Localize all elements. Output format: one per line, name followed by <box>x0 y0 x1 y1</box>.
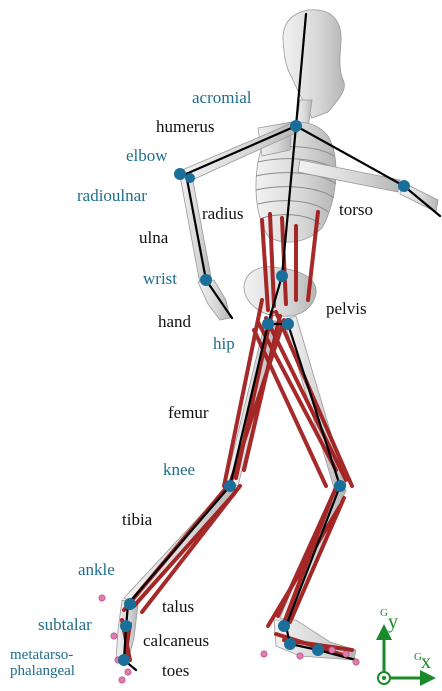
x-axis-label: x <box>421 651 431 673</box>
joint-wrist-right <box>398 180 410 192</box>
joint-radioulnar <box>185 173 195 183</box>
tibia-line-front <box>128 486 230 604</box>
origin-dot <box>382 676 386 680</box>
y-axis-sup: G <box>380 607 388 619</box>
joint-mtp-front <box>118 654 130 666</box>
skull <box>283 10 344 118</box>
joint-hip-back <box>282 318 294 330</box>
label-metatarso-2: phalangeal <box>10 663 75 679</box>
label-wrist: wrist <box>143 269 177 288</box>
label-hip: hip <box>213 334 235 353</box>
label-tibia: tibia <box>122 510 153 529</box>
label-toes: toes <box>162 661 189 680</box>
label-acromial: acromial <box>192 88 252 107</box>
joint-hip-front <box>262 318 274 330</box>
label-calcaneus: calcaneus <box>143 631 209 650</box>
label-ulna: ulna <box>139 228 169 247</box>
label-subtalar: subtalar <box>38 615 92 634</box>
joint-subtalar-back <box>284 638 296 650</box>
label-humerus: humerus <box>156 117 215 136</box>
label-talus: talus <box>162 597 194 616</box>
hand-left <box>198 280 230 320</box>
label-ankle: ankle <box>78 560 115 579</box>
joint-mtp-back <box>312 644 324 656</box>
label-elbow: elbow <box>126 146 168 165</box>
joint-ankle-back <box>278 620 290 632</box>
label-knee: knee <box>163 460 195 479</box>
joint-wrist <box>200 274 212 286</box>
joint-subtalar-front <box>120 620 132 632</box>
femur-line-front <box>230 324 268 486</box>
joint-knee-front <box>224 480 236 492</box>
label-torso: torso <box>339 200 373 219</box>
tibia-line-back <box>286 486 340 626</box>
joint-acromial <box>290 120 302 132</box>
label-radius: radius <box>202 204 244 223</box>
label-metatarso-1: metatarso- <box>10 647 73 663</box>
label-femur: femur <box>168 403 209 422</box>
joint-knee-back <box>334 480 346 492</box>
y-axis-label: y <box>388 611 398 633</box>
joint-elbow <box>174 168 186 180</box>
label-radioulnar: radioulnar <box>77 186 147 205</box>
joint-ankle-front <box>124 598 136 610</box>
joint-pelvis <box>276 270 288 282</box>
label-pelvis: pelvis <box>326 299 367 318</box>
label-hand: hand <box>158 312 192 331</box>
